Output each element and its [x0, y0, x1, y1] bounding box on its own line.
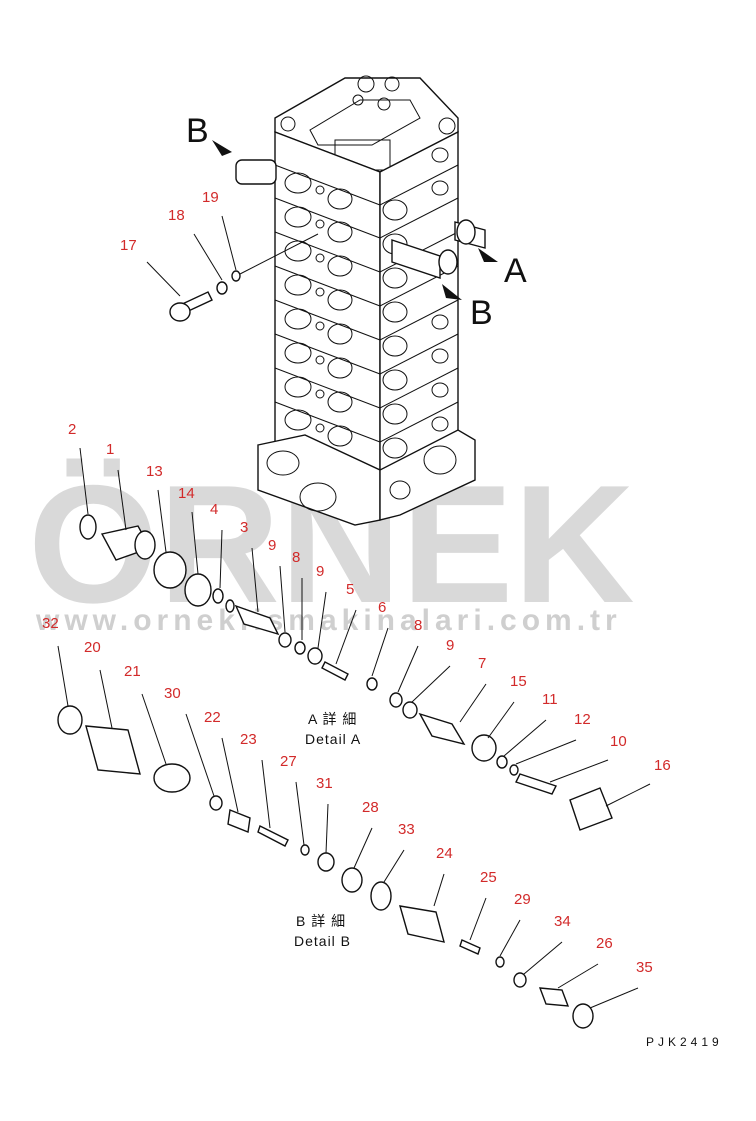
arrow-icon	[212, 140, 232, 156]
leader-line	[499, 919, 521, 957]
leader-line	[503, 719, 547, 757]
part-label-16: 16	[654, 757, 671, 774]
leader-line	[79, 447, 89, 515]
leader-line	[141, 693, 167, 765]
part-label-17: 17	[120, 237, 137, 254]
valve-block	[235, 75, 486, 526]
leader-line	[557, 963, 599, 989]
part-label-5: 5	[346, 581, 354, 598]
leader-line	[515, 739, 577, 765]
detail-b-jp: B 詳 細	[296, 913, 346, 929]
part-label-20: 20	[84, 639, 101, 656]
part-label-25: 25	[480, 869, 497, 886]
view-letter-b-top: B	[186, 112, 209, 150]
leader-line	[523, 941, 563, 975]
exploded-parts	[57, 233, 613, 1029]
part-label-31: 31	[316, 775, 333, 792]
leader-line	[589, 987, 639, 1009]
part-label-12: 12	[574, 711, 591, 728]
leader-line	[191, 511, 199, 575]
leader-line	[487, 701, 515, 739]
arrow-icon	[478, 248, 498, 262]
leader-line	[185, 713, 215, 797]
part-label-29: 29	[514, 891, 531, 908]
part-label-9: 9	[268, 537, 276, 554]
part-label-19: 19	[202, 189, 219, 206]
part-label-4: 4	[210, 501, 218, 518]
view-letter-a: A	[504, 252, 527, 290]
leader-line	[383, 849, 405, 883]
leader-line	[433, 873, 445, 907]
leader-line	[221, 215, 237, 271]
part-label-8: 8	[292, 549, 300, 566]
view-letter-b-right: B	[470, 294, 493, 332]
part-label-18: 18	[168, 207, 185, 224]
part-label-9: 9	[446, 637, 454, 654]
part-label-28: 28	[362, 799, 379, 816]
leader-line	[325, 803, 329, 854]
leader-line	[279, 565, 286, 633]
part-label-1: 1	[106, 441, 114, 458]
part-label-3: 3	[240, 519, 248, 536]
leader-line	[251, 547, 259, 613]
part-label-15: 15	[510, 673, 527, 690]
leader-line	[117, 469, 127, 531]
leader-line	[335, 609, 357, 665]
leader-line	[221, 737, 239, 813]
part-label-33: 33	[398, 821, 415, 838]
part-label-13: 13	[146, 463, 163, 480]
part-label-27: 27	[280, 753, 297, 770]
part-label-9: 9	[316, 563, 324, 580]
leader-line	[295, 781, 305, 846]
part-label-30: 30	[164, 685, 181, 702]
leader-line	[459, 683, 487, 723]
leader-line	[219, 529, 223, 589]
part-label-2: 2	[68, 421, 76, 438]
part-label-14: 14	[178, 485, 195, 502]
leader-line	[99, 669, 113, 729]
watermark-url: www.orneklismakinalari.com.tr	[35, 604, 622, 637]
leader-line	[549, 759, 609, 783]
leader-line	[193, 233, 223, 281]
view-markers: B A B	[186, 112, 527, 332]
leader-line	[371, 627, 389, 677]
leader-line	[317, 591, 327, 649]
part-label-32: 32	[42, 615, 59, 632]
leader-line	[469, 897, 487, 941]
arrow-icon	[442, 284, 462, 300]
part-number-labels: 1718192113144398956897151112101632202130…	[42, 189, 671, 1009]
leader-line	[261, 759, 271, 829]
leader-line	[397, 645, 419, 693]
part-label-34: 34	[554, 913, 571, 930]
detail-captions: A 詳 細 Detail A B 詳 細 Detail B	[294, 711, 361, 949]
leader-line	[157, 489, 167, 553]
part-label-35: 35	[636, 959, 653, 976]
detail-b-en: Detail B	[294, 933, 351, 949]
detail-a-jp: A 詳 細	[308, 711, 357, 727]
part-label-6: 6	[378, 599, 386, 616]
leader-line	[605, 783, 651, 807]
leader-line	[411, 665, 451, 703]
drawing-code: PJK2419	[646, 1035, 723, 1049]
part-label-23: 23	[240, 731, 257, 748]
leader-line	[57, 645, 69, 707]
leader-line	[353, 827, 373, 869]
part-label-26: 26	[596, 935, 613, 952]
part-label-22: 22	[204, 709, 221, 726]
part-label-24: 24	[436, 845, 453, 862]
part-label-7: 7	[478, 655, 486, 672]
part-label-21: 21	[124, 663, 141, 680]
leader-line	[146, 261, 181, 297]
part-label-10: 10	[610, 733, 627, 750]
part-label-11: 11	[542, 691, 558, 708]
part-label-8: 8	[414, 617, 422, 634]
detail-a-en: Detail A	[305, 731, 361, 747]
